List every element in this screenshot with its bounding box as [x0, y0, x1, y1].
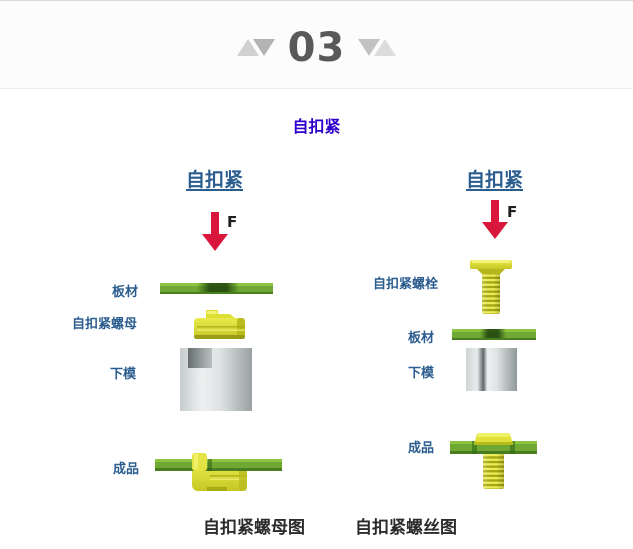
right-diagram-title: 自扣紧	[466, 169, 524, 191]
sheet-plate-graphic	[160, 283, 273, 294]
force-label: F	[507, 203, 518, 221]
plate-label: 板材	[408, 331, 435, 346]
right-triangle-ornament	[358, 39, 397, 56]
clinch-nut-label: 自扣紧螺母	[72, 317, 138, 332]
die-label: 下模	[110, 367, 137, 382]
die-cylinder-graphic	[466, 348, 517, 391]
force-label: F	[227, 213, 238, 231]
finished-label: 成品	[113, 462, 140, 477]
die-label: 下模	[408, 366, 435, 381]
left-triangle-ornament	[236, 39, 275, 56]
page-number: 03	[287, 24, 346, 71]
clinch-bolt-label: 自扣紧螺栓	[373, 277, 439, 292]
down-triangle-icon	[252, 39, 275, 56]
right-caption: 自扣紧螺丝图	[355, 518, 457, 538]
finished-nut-graphic	[155, 451, 282, 495]
page-title: 自扣紧	[292, 117, 341, 136]
left-diagram-title: 自扣紧	[186, 169, 244, 191]
up-triangle-icon	[374, 39, 397, 56]
finished-bolt-graphic	[450, 431, 537, 492]
left-caption: 自扣紧螺母图	[203, 518, 305, 538]
force-arrow-icon	[201, 212, 229, 252]
die-block-graphic	[180, 348, 252, 411]
page-header: 03	[0, 1, 633, 89]
plate-label: 板材	[112, 285, 139, 300]
page-number-ornament: 03	[236, 24, 397, 71]
sheet-plate-graphic	[452, 329, 536, 340]
force-arrow-icon	[481, 200, 509, 240]
clinch-nut-graphic	[191, 307, 248, 341]
clinch-bolt-graphic	[467, 256, 515, 316]
finished-label: 成品	[408, 441, 435, 456]
